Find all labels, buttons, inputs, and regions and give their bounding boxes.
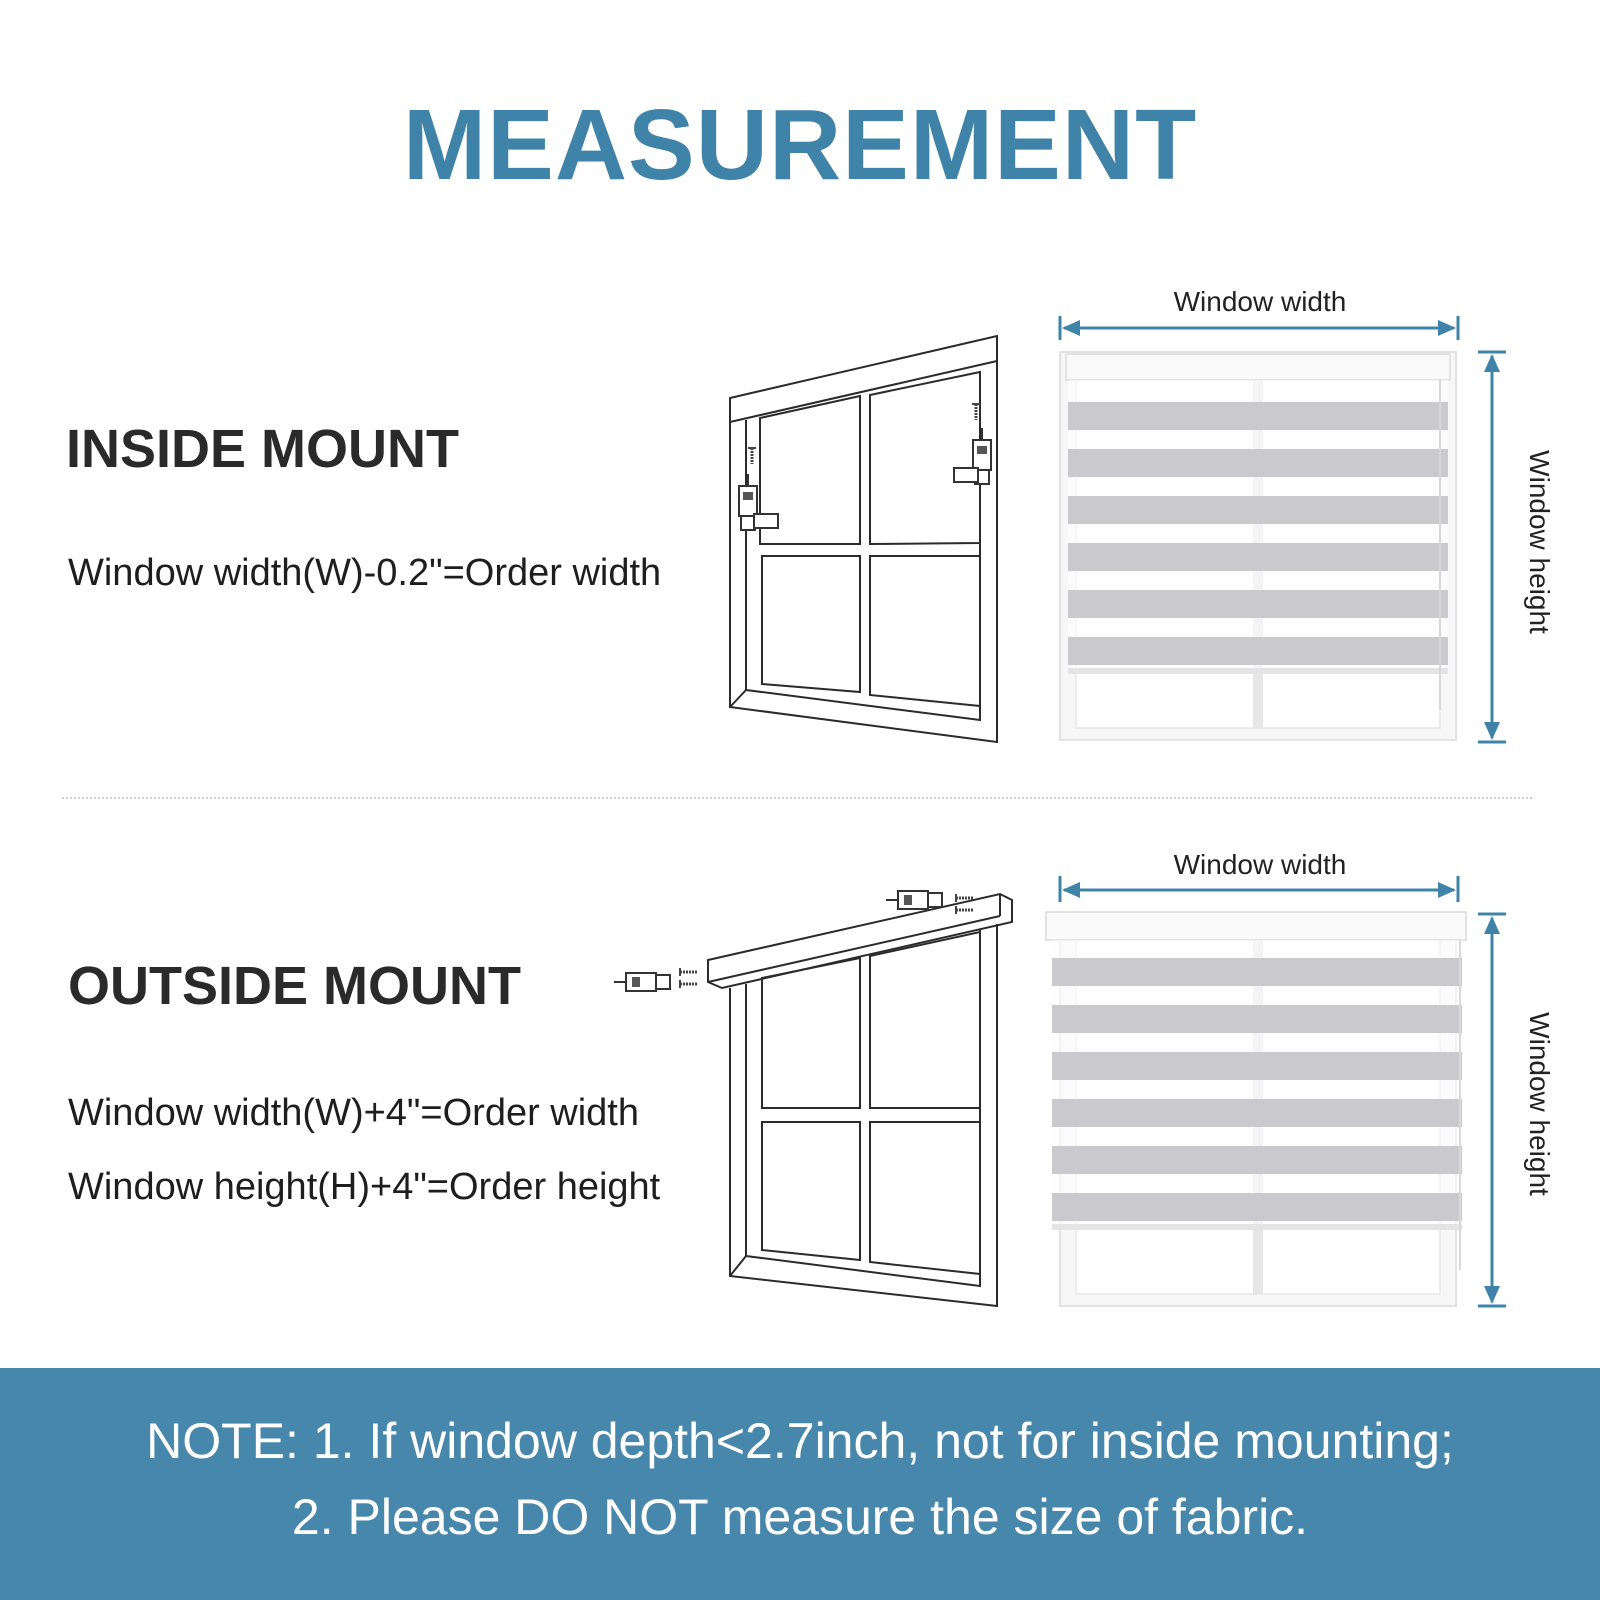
- outside-height-formula: Window height(H)+4"=Order height: [68, 1166, 661, 1208]
- outside-height-label: Window height: [1524, 1012, 1555, 1196]
- outside-drill-top-icon: [885, 890, 943, 910]
- inside-mount-heading: INSIDE MOUNT: [66, 419, 460, 479]
- note-banner: NOTE: 1. If window depth<2.7inch, not fo…: [0, 1368, 1600, 1600]
- inside-width-dimension: [1058, 316, 1460, 340]
- section-divider: [62, 797, 1532, 799]
- outside-width-label: Window width: [1174, 849, 1347, 880]
- inside-height-dimension: [1478, 350, 1506, 744]
- outside-mount-heading: OUTSIDE MOUNT: [68, 956, 521, 1016]
- outside-mount-blind: [1045, 911, 1467, 1307]
- outside-drill-left-icon: [613, 972, 671, 992]
- outside-height-dimension: [1478, 912, 1506, 1308]
- inside-mount-blind: [1059, 351, 1457, 741]
- outside-width-formula: Window width(W)+4"=Order width: [68, 1092, 640, 1134]
- inside-height-label: Window height: [1524, 450, 1555, 634]
- inside-screw-left-icon: [746, 446, 758, 466]
- inside-width-label: Window width: [1174, 286, 1347, 317]
- note-line-2: 2. Please DO NOT measure the size of fab…: [291, 1489, 1309, 1545]
- inside-drill-right-icon: [953, 427, 992, 485]
- outside-mount-window-drawing: [707, 892, 1013, 1308]
- note-line-1: NOTE: 1. If window depth<2.7inch, not fo…: [146, 1413, 1454, 1469]
- outside-width-dimension: [1058, 876, 1460, 902]
- inside-screw-right-icon: [970, 402, 982, 422]
- outside-screw-left-icon: [678, 966, 700, 990]
- inside-width-formula: Window width(W)-0.2"=Order width: [68, 552, 662, 594]
- inside-drill-left-icon: [738, 473, 779, 531]
- inside-mount-window-drawing: [729, 334, 998, 744]
- page-title: MEASUREMENT: [402, 89, 1198, 201]
